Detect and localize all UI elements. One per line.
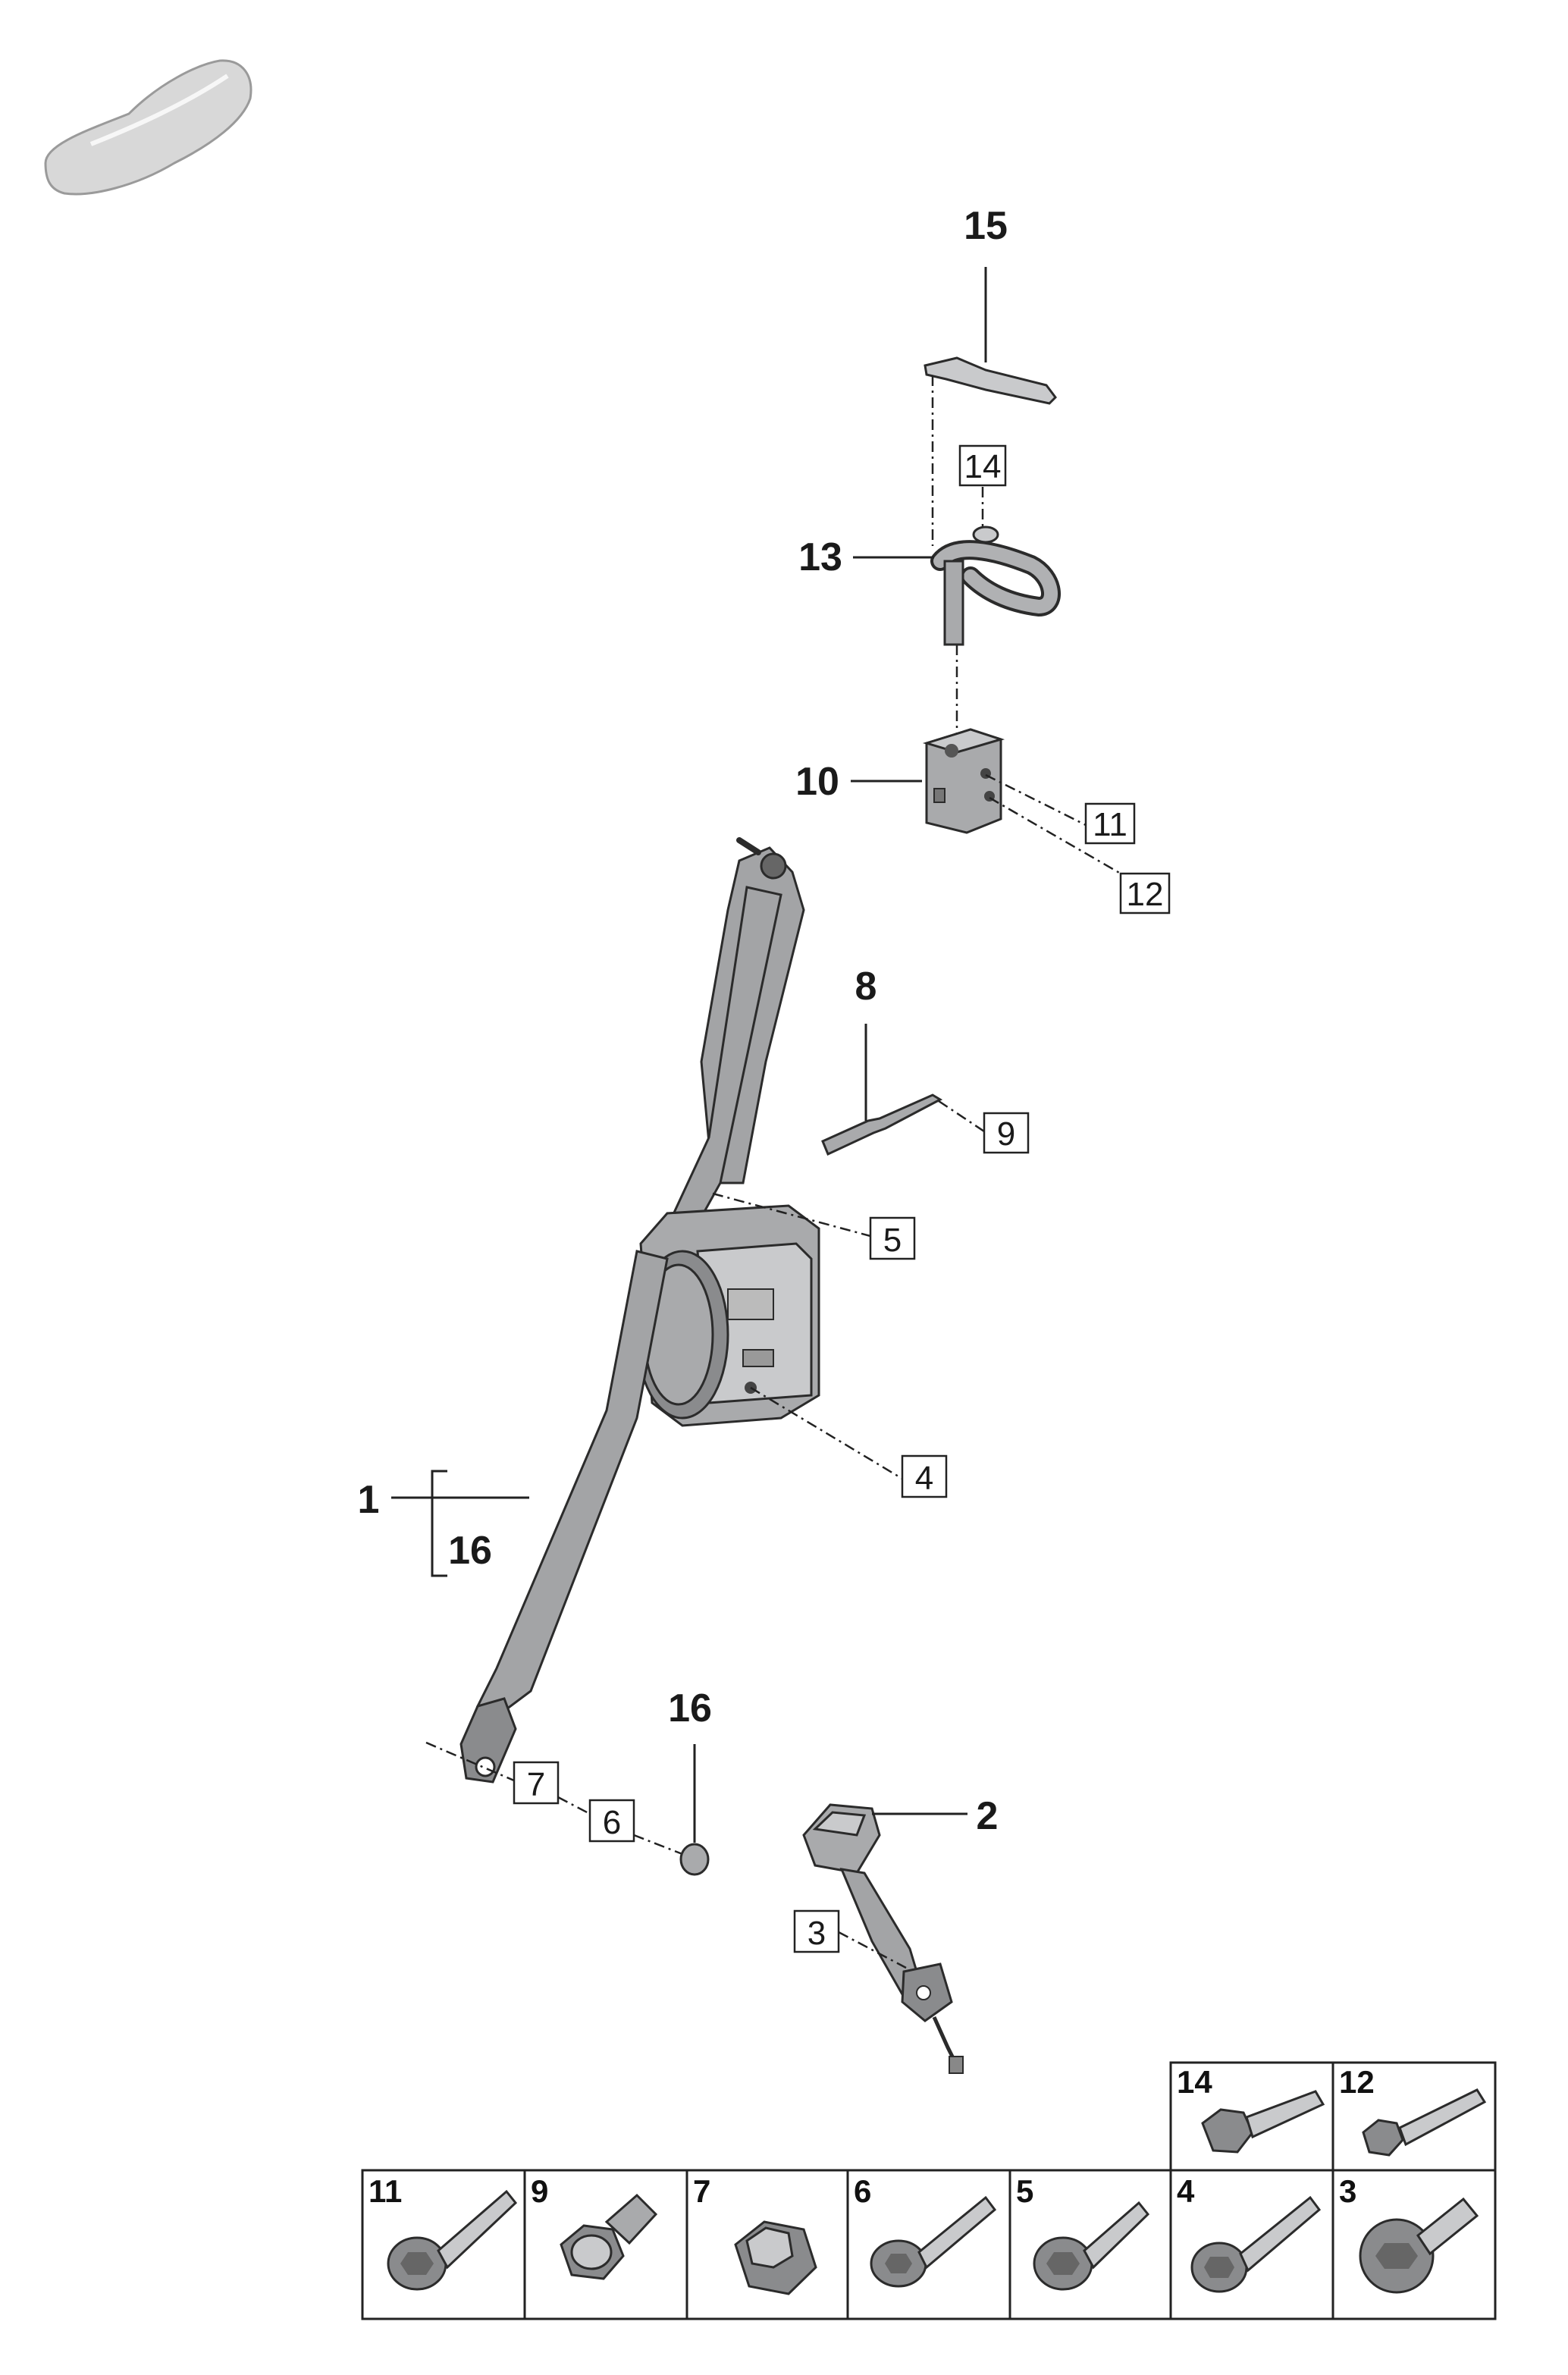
fastener-label-7: 7 xyxy=(693,2173,710,2209)
assembly-line-6-16 xyxy=(633,1834,683,1856)
fastener-label-5: 5 xyxy=(1016,2173,1033,2209)
callout-8: 8 xyxy=(855,965,877,1009)
assembly-line-3 xyxy=(838,1931,907,1969)
callout-16-group: 16 xyxy=(448,1529,492,1573)
bolt-11-icon xyxy=(387,2189,518,2291)
callout-2: 2 xyxy=(977,1794,999,1838)
label-3: 3 xyxy=(808,1915,826,1952)
assembly-line-12 xyxy=(989,796,1121,875)
assembly-line-7 xyxy=(425,1741,515,1782)
callout-10: 10 xyxy=(795,760,839,804)
label-box-12 xyxy=(1119,872,1171,915)
fastener-label-9: 9 xyxy=(531,2173,548,2209)
callout-16: 16 xyxy=(668,1686,712,1730)
bolt-3-icon xyxy=(1359,2197,1479,2294)
bolt-14-icon xyxy=(1201,2090,1325,2154)
label-box-14 xyxy=(958,444,1007,487)
bolt-4-icon xyxy=(1190,2195,1322,2293)
callout-15: 15 xyxy=(964,204,1008,248)
part-15-cover-trim xyxy=(924,267,1057,405)
car-silhouette-icon xyxy=(44,59,252,196)
bolt-12-icon xyxy=(1362,2088,1487,2157)
label-box-6 xyxy=(588,1799,635,1843)
part-2-belt-buckle xyxy=(802,1803,964,2074)
fastener-label-11: 11 xyxy=(368,2173,402,2209)
label-6: 6 xyxy=(603,1804,621,1841)
label-7: 7 xyxy=(527,1766,545,1803)
label-box-4 xyxy=(901,1454,948,1498)
part-8-bracket xyxy=(821,1093,943,1156)
assembly-line-4 xyxy=(750,1386,903,1480)
nut-7-icon xyxy=(734,2220,817,2295)
label-box-5 xyxy=(869,1216,916,1260)
label-box-7 xyxy=(513,1761,560,1805)
fastener-label-4: 4 xyxy=(1177,2173,1195,2209)
assembly-line-11 xyxy=(985,773,1087,827)
label-box-9 xyxy=(983,1112,1030,1154)
label-5: 5 xyxy=(883,1222,902,1259)
assembly-line-9 xyxy=(938,1100,985,1133)
bolt-6-icon xyxy=(870,2195,997,2288)
fastener-label-12: 12 xyxy=(1339,2064,1375,2100)
fastener-label-14: 14 xyxy=(1177,2064,1212,2100)
assembly-line-7-6 xyxy=(557,1796,591,1815)
assembly-line-5 xyxy=(712,1192,871,1238)
callout-1: 1 xyxy=(358,1478,380,1522)
part-1-seat-belt-retractor xyxy=(459,837,820,1784)
bracket-1-16 xyxy=(431,1470,447,1577)
fastener-table: 14 12 11 9 7 6 5 4 3 xyxy=(361,2061,1497,2320)
fastener-cell-12 xyxy=(1331,2061,1497,2172)
fastener-label-6: 6 xyxy=(854,2173,871,2209)
label-9: 9 xyxy=(997,1115,1015,1153)
label-14: 14 xyxy=(964,448,1002,485)
label-12: 12 xyxy=(1127,876,1164,913)
bolt-5-icon xyxy=(1033,2201,1150,2291)
fastener-label-3: 3 xyxy=(1339,2173,1356,2209)
label-box-3 xyxy=(793,1909,840,1953)
nut-9-icon xyxy=(560,2193,658,2280)
part-16-cap xyxy=(679,1843,710,1876)
label-4: 4 xyxy=(915,1460,933,1497)
part-10-height-adjuster xyxy=(922,728,1005,834)
part-13-belt-guide xyxy=(930,526,1061,646)
label-box-11 xyxy=(1084,802,1136,845)
label-11: 11 xyxy=(1093,806,1127,843)
callout-13: 13 xyxy=(798,535,842,579)
